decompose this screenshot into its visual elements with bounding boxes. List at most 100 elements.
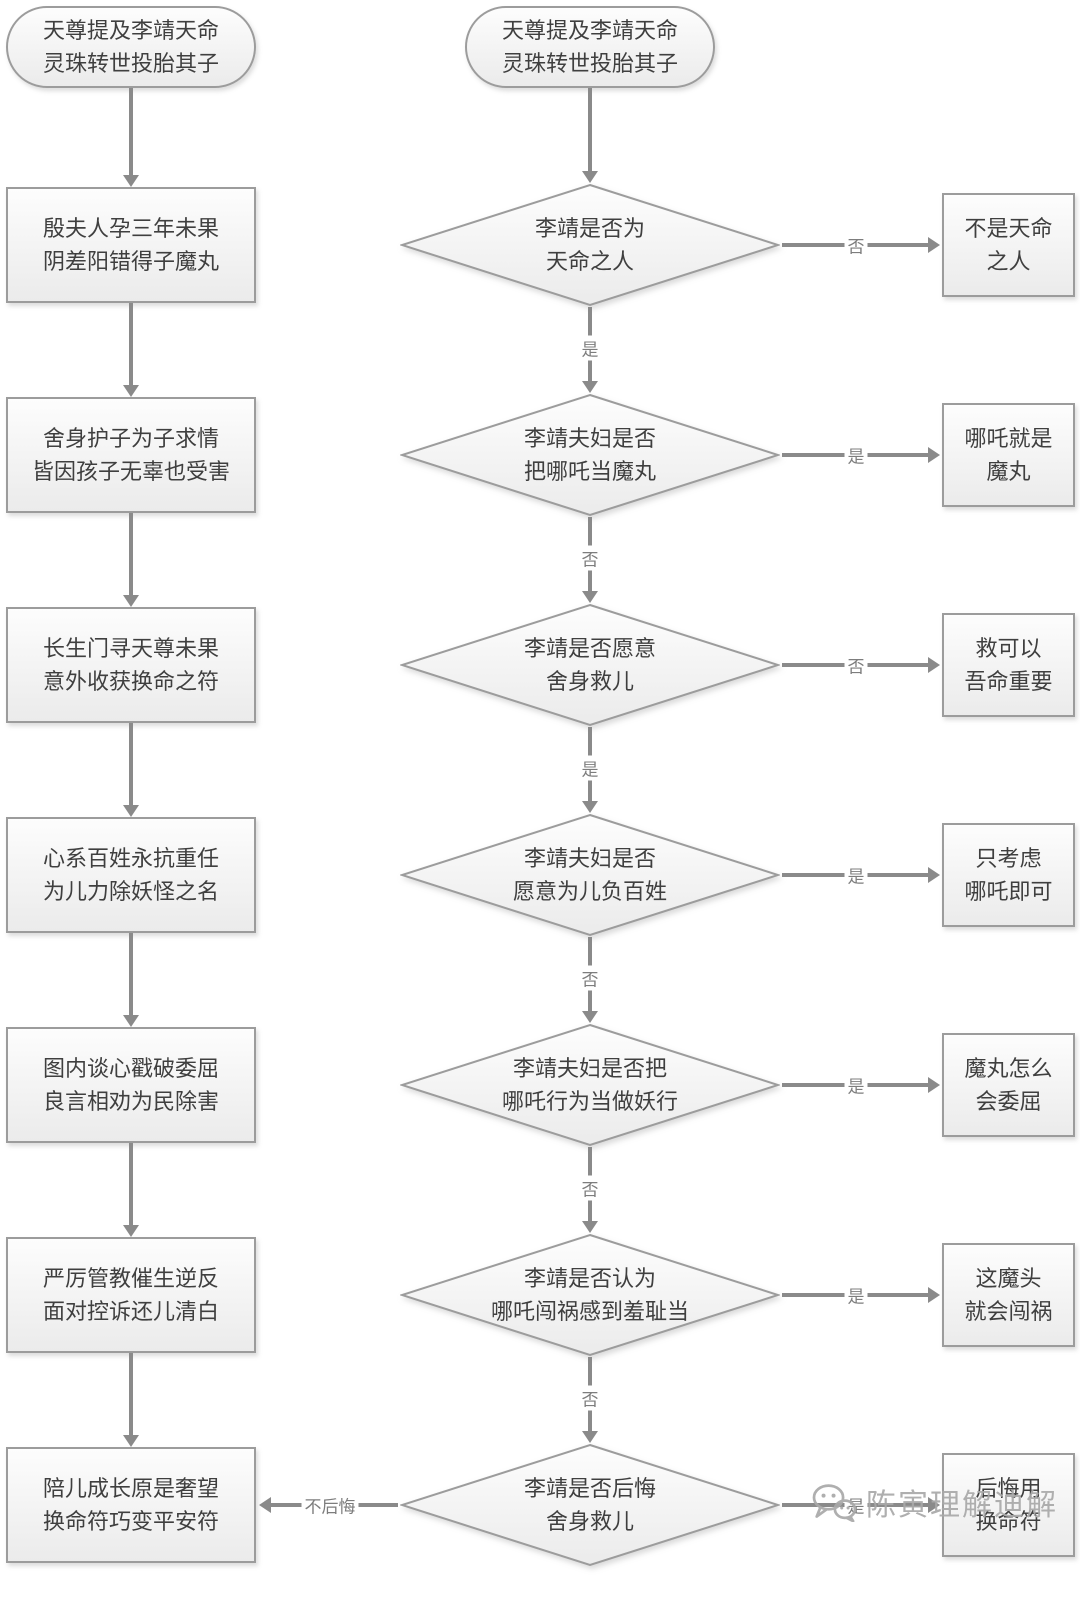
node-line: 李靖夫妇是否 — [523, 426, 656, 451]
arrow-left-5 — [129, 1143, 133, 1226]
edge-label-no: 否 — [578, 545, 602, 571]
wechat-chat-bubbles-icon — [812, 1484, 857, 1522]
decision-node-5: 李靖夫妇是否把 哪吒行为当做妖行 — [400, 1023, 780, 1147]
node-line: 长生门寻天尊未果 — [42, 636, 219, 661]
node-line: 舍身救儿 — [545, 669, 634, 694]
node-line: 天命之人 — [545, 249, 634, 274]
diamond-shape — [400, 183, 780, 307]
edge-label-no: 否 — [578, 1385, 602, 1411]
decision-node-6: 李靖是否认为 哪吒闯祸感到羞耻当 — [400, 1233, 780, 1357]
process-node-2: 舍身护子为子求情 皆因孩子无辜也受害 — [6, 397, 256, 513]
node-line: 之人 — [986, 249, 1031, 274]
process-node-3: 长生门寻天尊未果 意外收获换命之符 — [6, 607, 256, 723]
arrow-left-1 — [129, 303, 133, 386]
node-line: 李靖是否认为 — [523, 1266, 656, 1291]
arrow-left-4 — [129, 933, 133, 1016]
result-node-6: 这魔头 就会闯祸 — [942, 1243, 1075, 1347]
node-line: 舍身护子为子求情 — [42, 426, 219, 451]
watermark-text: 陈寅理解迪解 — [866, 1489, 1058, 1522]
diamond-shape — [400, 1233, 780, 1357]
node-line: 后悔用 — [975, 1476, 1042, 1501]
node-line: 面对控诉还儿清白 — [42, 1299, 219, 1324]
diamond-shape — [400, 1023, 780, 1147]
process-node-4: 心系百姓永抗重任 为儿力除妖怪之名 — [6, 817, 256, 933]
result-node-4: 只考虑 哪吒即可 — [942, 823, 1075, 927]
decision-node-7: 李靖是否后悔 舍身救儿 — [400, 1443, 780, 1567]
decision-node-2: 李靖夫妇是否 把哪吒当魔丸 — [400, 393, 780, 517]
node-line: 李靖夫妇是否 — [523, 846, 656, 871]
arrow-left-6 — [129, 1353, 133, 1436]
node-line: 哪吒行为当做妖行 — [501, 1089, 678, 1114]
process-node-1: 殷夫人孕三年未果 阴差阳错得子魔丸 — [6, 187, 256, 303]
node-line: 会委屈 — [975, 1089, 1042, 1114]
node-line: 李靖是否为 — [534, 216, 645, 241]
arrow-left-3 — [129, 723, 133, 806]
arrow-mid-0 — [588, 88, 592, 172]
edge-label-yes: 是 — [578, 335, 602, 361]
process-node-7: 陪儿成长原是奢望 换命符巧变平安符 — [6, 1447, 256, 1563]
edge-label-no: 否 — [578, 965, 602, 991]
node-line: 殷夫人孕三年未果 — [42, 216, 219, 241]
node-line: 愿意为儿负百姓 — [512, 879, 667, 904]
node-line: 救可以 — [975, 636, 1042, 661]
arrow-left-0 — [129, 88, 133, 176]
edge-label-yes: 是 — [844, 1072, 868, 1098]
result-node-1: 不是天命 之人 — [942, 193, 1075, 297]
watermark: 陈寅理解迪解 — [810, 1480, 1058, 1524]
decision-node-4: 李靖夫妇是否 愿意为儿负百姓 — [400, 813, 780, 937]
edge-label-no-regret: 不后悔 — [301, 1492, 359, 1518]
node-line: 这魔头 — [975, 1266, 1042, 1291]
edge-label-yes: 是 — [844, 442, 868, 468]
start-node-left: 天尊提及李靖天命 灵珠转世投胎其子 — [6, 6, 256, 88]
node-line: 哪吒即可 — [964, 879, 1053, 904]
edge-label-no: 否 — [578, 1175, 602, 1201]
node-line: 阴差阳错得子魔丸 — [42, 249, 219, 274]
node-line: 良言相劝为民除害 — [42, 1089, 219, 1114]
node-line: 魔丸怎么 — [964, 1056, 1053, 1081]
edge-label-yes: 是 — [578, 755, 602, 781]
result-node-5: 魔丸怎么 会委屈 — [942, 1033, 1075, 1137]
edge-label-yes: 是 — [844, 1282, 868, 1308]
node-line: 哪吒就是 — [964, 426, 1053, 451]
node-line: 天尊提及李靖天命 — [501, 18, 678, 43]
arrow-left-2 — [129, 513, 133, 596]
node-line: 意外收获换命之符 — [42, 669, 219, 694]
edge-label-no: 否 — [844, 232, 868, 258]
node-line: 舍身救儿 — [545, 1509, 634, 1534]
node-line: 就会闯祸 — [964, 1299, 1053, 1324]
diamond-shape — [400, 813, 780, 937]
node-line: 严厉管教催生逆反 — [42, 1266, 219, 1291]
node-line: 李靖夫妇是否把 — [512, 1056, 667, 1081]
node-line: 图内谈心戳破委屈 — [42, 1056, 219, 1081]
node-line: 吾命重要 — [964, 669, 1053, 694]
result-node-2: 哪吒就是 魔丸 — [942, 403, 1075, 507]
node-line: 换命符巧变平安符 — [42, 1509, 219, 1534]
node-line: 哪吒闯祸感到羞耻当 — [490, 1299, 689, 1324]
node-line: 心系百姓永抗重任 — [42, 846, 219, 871]
diamond-shape — [400, 393, 780, 517]
node-line: 天尊提及李靖天命 — [42, 18, 219, 43]
process-node-6: 严厉管教催生逆反 面对控诉还儿清白 — [6, 1237, 256, 1353]
result-node-3: 救可以 吾命重要 — [942, 613, 1075, 717]
edge-label-no: 否 — [844, 652, 868, 678]
node-line: 灵珠转世投胎其子 — [501, 51, 678, 76]
node-line: 李靖是否后悔 — [523, 1476, 656, 1501]
decision-node-3: 李靖是否愿意 舍身救儿 — [400, 603, 780, 727]
start-node-middle: 天尊提及李靖天命 灵珠转世投胎其子 — [465, 6, 715, 88]
diamond-shape — [400, 1443, 780, 1567]
node-line: 李靖是否愿意 — [523, 636, 656, 661]
node-line: 把哪吒当魔丸 — [523, 459, 656, 484]
node-line: 魔丸 — [986, 459, 1031, 484]
decision-node-1: 李靖是否为 天命之人 — [400, 183, 780, 307]
node-line: 不是天命 — [964, 216, 1053, 241]
node-line: 陪儿成长原是奢望 — [42, 1476, 219, 1501]
process-node-5: 图内谈心戳破委屈 良言相劝为民除害 — [6, 1027, 256, 1143]
node-line: 为儿力除妖怪之名 — [42, 879, 219, 904]
edge-label-yes: 是 — [844, 862, 868, 888]
diamond-shape — [400, 603, 780, 727]
node-line: 换命符 — [975, 1509, 1042, 1534]
node-line: 灵珠转世投胎其子 — [42, 51, 219, 76]
node-line: 皆因孩子无辜也受害 — [31, 459, 230, 484]
node-line: 只考虑 — [975, 846, 1042, 871]
